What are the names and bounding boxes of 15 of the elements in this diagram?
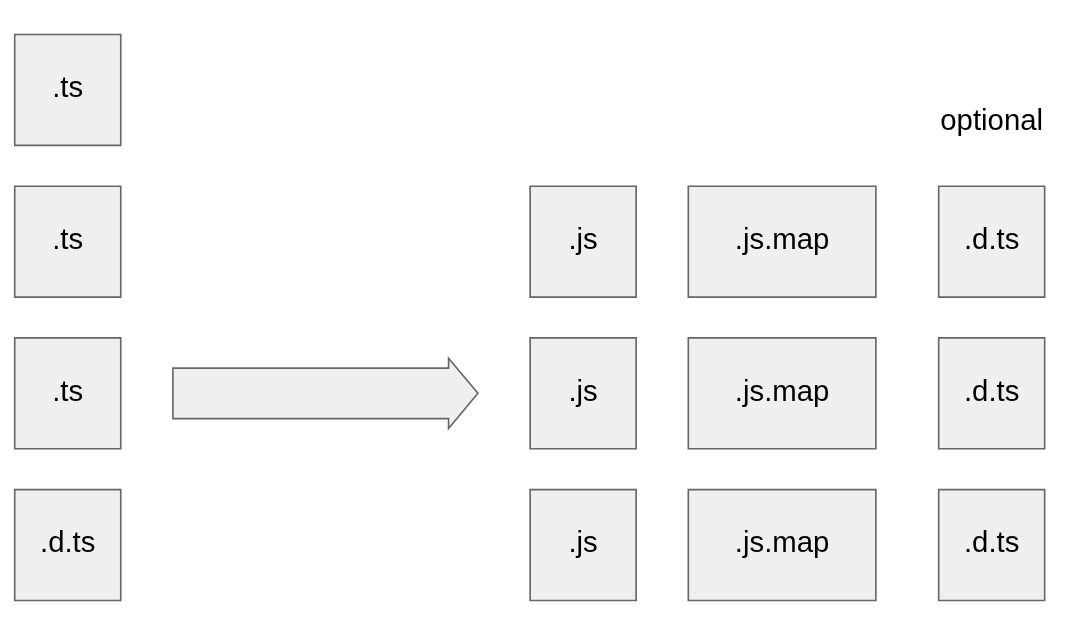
node-box: .js	[529, 184, 637, 298]
node-box: .js.map	[687, 184, 877, 298]
node-box: .d.ts	[937, 488, 1046, 601]
label: optional	[940, 102, 1044, 136]
node-box: .ts	[13, 33, 122, 146]
node-box: .d.ts	[937, 184, 1046, 298]
node-arrow	[172, 355, 479, 431]
node-box: .js	[529, 336, 637, 450]
node-box: .d.ts	[937, 336, 1046, 450]
node-box: .js	[529, 488, 637, 601]
node-box: .ts	[13, 184, 122, 298]
node-box: .js.map	[687, 336, 877, 450]
node-box: .ts	[13, 336, 122, 450]
node-box: .js.map	[687, 488, 877, 601]
node-box: .d.ts	[13, 488, 122, 601]
